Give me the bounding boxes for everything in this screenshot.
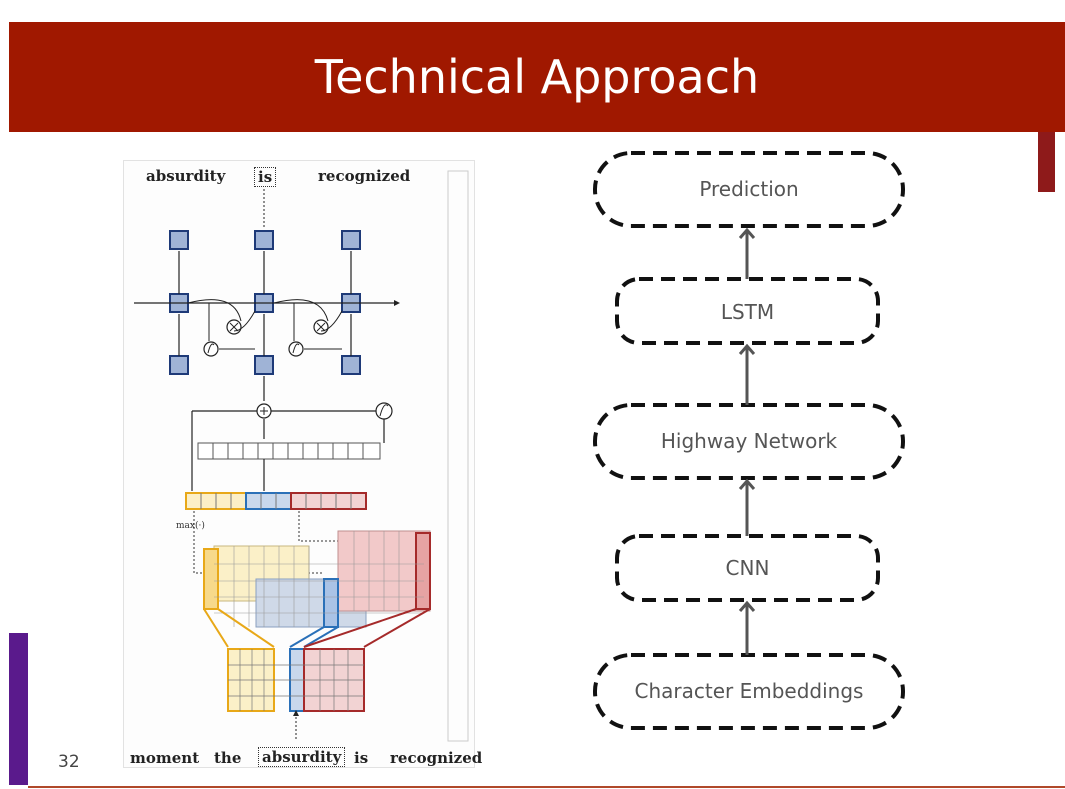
title-bar: Technical Approach xyxy=(9,22,1065,132)
bottom-word-is: is xyxy=(354,749,369,767)
node-cnn-shape xyxy=(615,534,880,602)
vertical-arrows xyxy=(178,251,352,401)
architecture-drawing xyxy=(134,170,469,742)
gate-marks xyxy=(207,322,326,354)
left-accent-bar xyxy=(9,633,28,785)
node-char-embeddings-shape xyxy=(593,653,905,730)
bottom-rule xyxy=(28,786,1065,788)
bottom-word-absurdity: absurdity xyxy=(258,747,346,767)
node-highway-shape xyxy=(593,403,905,480)
node-character-embeddings: Character Embeddings xyxy=(634,679,864,703)
feature-grid xyxy=(214,531,424,627)
filter-projections xyxy=(203,608,431,648)
output-cell xyxy=(341,230,361,250)
gate-paths xyxy=(187,299,343,350)
node-highway-network: Highway Network xyxy=(660,429,838,453)
top-word-is: is xyxy=(254,167,277,187)
bottom-word-moment: moment xyxy=(130,749,200,767)
pipeline-node-shapes xyxy=(593,151,905,730)
output-cell xyxy=(169,230,189,250)
output-cell xyxy=(254,230,274,250)
figure-frame xyxy=(447,170,469,742)
top-word-absurdity: absurdity xyxy=(146,167,226,185)
node-prediction-shape xyxy=(593,151,905,228)
top-word-recognized: recognized xyxy=(318,167,411,185)
node-lstm-shape xyxy=(615,277,880,345)
max-pool-label: max(·) xyxy=(176,521,205,531)
right-accent-bar xyxy=(1038,132,1055,192)
architecture-figure: absurdity is recognized max(·) moment th… xyxy=(123,160,482,768)
node-cnn: CNN xyxy=(725,556,770,580)
node-lstm: LSTM xyxy=(720,300,775,324)
slide-title: Technical Approach xyxy=(314,50,760,104)
page-number: 32 xyxy=(58,752,80,772)
node-prediction: Prediction xyxy=(699,177,799,201)
highway-vector-dividers xyxy=(212,443,364,459)
pipeline-arrows xyxy=(738,227,756,655)
bottom-word-recognized: recognized xyxy=(390,749,483,767)
bottom-word-the: the xyxy=(214,749,242,767)
